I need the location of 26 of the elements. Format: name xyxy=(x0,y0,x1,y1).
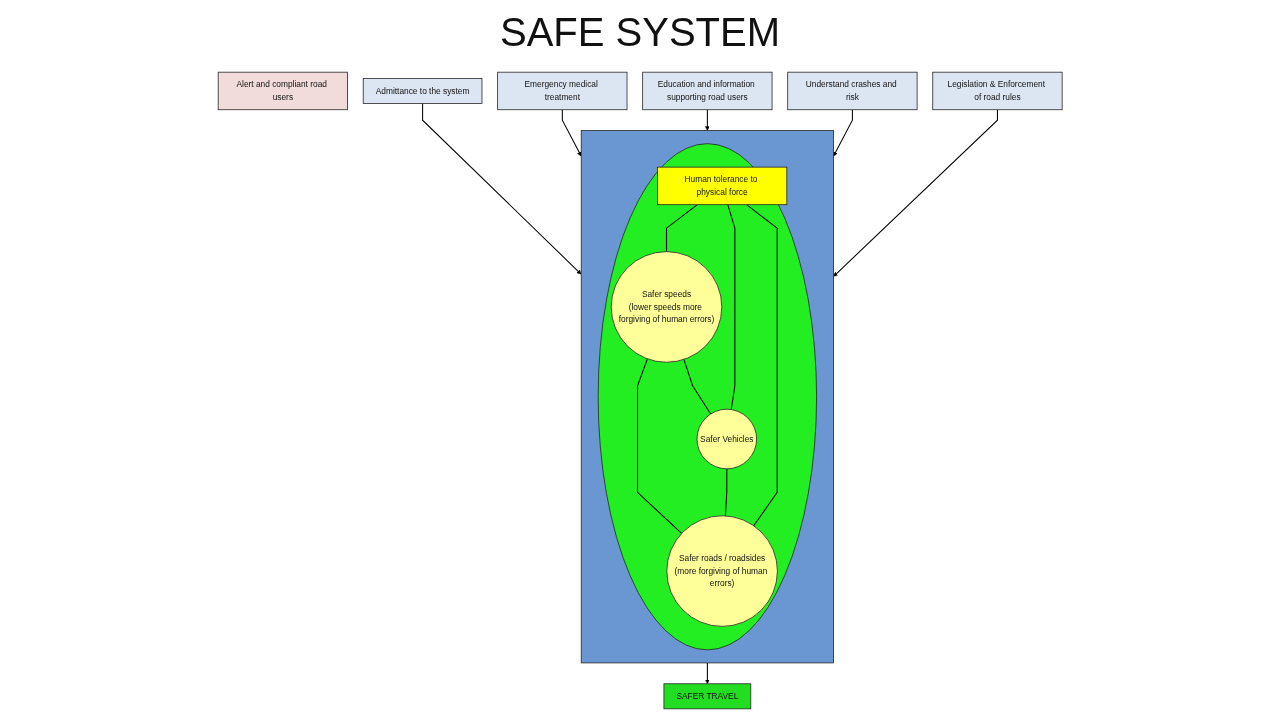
node-box: Human tolerance to physical force xyxy=(656,166,788,206)
arrow xyxy=(704,662,710,684)
arrow xyxy=(561,109,582,157)
node-box: Admittance to the system xyxy=(362,78,483,104)
connector xyxy=(636,358,682,534)
node-box: Understand crashes and risk xyxy=(787,71,918,111)
connector xyxy=(727,204,736,411)
node-circle: Safer roads / roadsides (more forgiving of human errors) xyxy=(666,515,778,627)
cluster xyxy=(580,130,834,664)
connector xyxy=(724,468,728,517)
node-circle: Safer Vehicles xyxy=(696,408,757,470)
arrow xyxy=(833,109,998,277)
node-box: Emergency medical treatment xyxy=(497,71,628,111)
arrow xyxy=(421,102,582,275)
node-box: Alert and compliant road users xyxy=(217,71,348,111)
arrow xyxy=(704,109,710,131)
node-box: Legislation & Enforcement of road rules xyxy=(932,71,1063,111)
arrow xyxy=(833,109,853,157)
connector xyxy=(683,358,712,415)
node-circle: Safer speeds (lower speeds more forgiving of human errors) xyxy=(610,251,723,363)
connector xyxy=(665,204,698,253)
cluster xyxy=(597,143,817,651)
node-box: Education and information supporting road users xyxy=(642,71,773,111)
title: SAFE SYSTEM xyxy=(498,10,782,55)
node-box: SAFER TRAVEL xyxy=(663,683,752,710)
connector xyxy=(745,204,778,527)
